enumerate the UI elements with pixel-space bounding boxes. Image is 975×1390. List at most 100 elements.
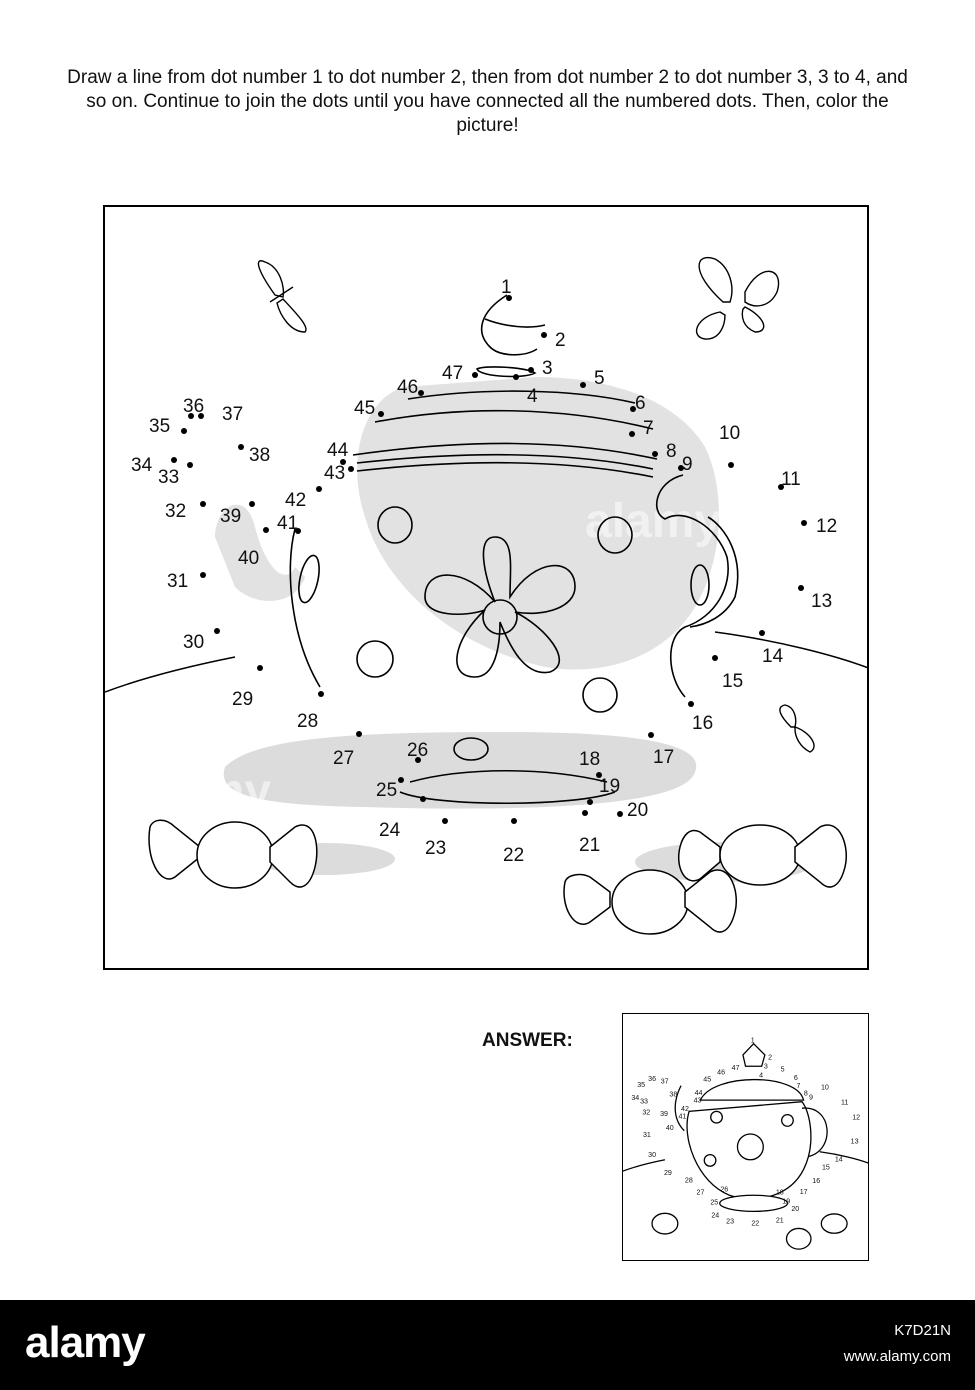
dot-13: [798, 585, 804, 591]
answer-dot-label-47: 47: [732, 1064, 740, 1072]
answer-dots: 1234567891011121314151617181920212223242…: [631, 1036, 860, 1227]
answer-dot-label-6: 6: [794, 1074, 798, 1082]
candies: [148, 819, 847, 935]
dot-label-20: 20: [627, 800, 648, 821]
numbered-dots: 1234567891011121314151617181920212223242…: [131, 277, 837, 866]
answer-dot-label-39: 39: [660, 1110, 668, 1118]
dot-2: [541, 332, 547, 338]
dot-27: [356, 731, 362, 737]
dot-label-43: 43: [324, 463, 345, 484]
dot-label-10: 10: [719, 423, 740, 444]
dot-3: [528, 367, 534, 373]
answer-dot-label-44: 44: [695, 1089, 703, 1097]
dot-label-11: 11: [781, 469, 801, 490]
watermark: alamy: [135, 765, 271, 818]
dot-label-45: 45: [354, 398, 375, 419]
dot-45: [378, 411, 384, 417]
dot-label-3: 3: [542, 358, 553, 379]
answer-dot-label-14: 14: [835, 1155, 843, 1163]
dot-label-7: 7: [643, 418, 654, 439]
answer-dot-label-26: 26: [720, 1186, 728, 1194]
answer-dot-label-5: 5: [781, 1066, 785, 1074]
answer-dot-label-22: 22: [751, 1220, 759, 1228]
dot-20: [617, 811, 623, 817]
dot-26: [415, 757, 421, 763]
instructions-text: Draw a line from dot number 1 to dot num…: [67, 67, 908, 136]
answer-dot-label-41: 41: [678, 1112, 686, 1120]
dot-label-42: 42: [285, 490, 306, 511]
dot-46: [418, 390, 424, 396]
answer-dot-label-42: 42: [681, 1105, 689, 1113]
answer-dot-label-24: 24: [711, 1211, 719, 1219]
dot-11: [778, 484, 784, 490]
answer-dot-label-19: 19: [782, 1197, 790, 1205]
dot-12: [801, 520, 807, 526]
dot-label-1: 1: [501, 277, 512, 298]
dot-36: [188, 413, 194, 419]
answer-dot-label-16: 16: [812, 1177, 820, 1185]
dot-41: [295, 528, 301, 534]
footer-bar: alamy K7D21N www.alamy.com: [0, 1300, 975, 1390]
dot-23: [442, 818, 448, 824]
dot-label-47: 47: [442, 363, 463, 384]
brand-logo: alamy: [25, 1318, 146, 1367]
dot-8: [652, 451, 658, 457]
answer-dot-label-37: 37: [661, 1077, 669, 1085]
dot-38: [238, 444, 244, 450]
dot-label-33: 33: [158, 467, 179, 488]
answer-dot-label-27: 27: [697, 1188, 705, 1196]
dot-24: [420, 796, 426, 802]
dot-31: [200, 572, 206, 578]
dot-17: [648, 732, 654, 738]
dot-label-23: 23: [425, 838, 446, 859]
background-shadows: alamy alamy: [135, 377, 815, 882]
answer-dot-label-7: 7: [796, 1082, 800, 1090]
dot-label-35: 35: [149, 416, 170, 437]
ground-lines: [105, 631, 867, 693]
answer-dot-label-11: 11: [841, 1098, 848, 1106]
dot-25: [398, 777, 404, 783]
dot-label-5: 5: [594, 368, 605, 389]
dot-label-30: 30: [183, 632, 204, 653]
dot-label-19: 19: [599, 776, 620, 797]
answer-dot-label-31: 31: [643, 1131, 651, 1139]
dot-label-39: 39: [220, 506, 241, 527]
answer-dot-label-36: 36: [648, 1075, 656, 1083]
dot-label-28: 28: [297, 711, 318, 732]
dot-35: [181, 428, 187, 434]
dot-9: [678, 465, 684, 471]
dot-label-41: 41: [277, 513, 298, 534]
dot-4: [513, 374, 519, 380]
dot-label-32: 32: [165, 501, 186, 522]
dot-label-29: 29: [232, 689, 253, 710]
dot-label-31: 31: [167, 571, 188, 592]
teapot-drawing: [289, 294, 739, 804]
answer-label: ANSWER:: [482, 1030, 573, 1051]
dot-label-6: 6: [635, 393, 646, 414]
answer-dot-label-29: 29: [664, 1169, 672, 1177]
dot-33: [187, 462, 193, 468]
dot-21: [582, 810, 588, 816]
dot-16: [688, 701, 694, 707]
dot-label-38: 38: [249, 445, 270, 466]
dot-44: [340, 459, 346, 465]
dot-14: [759, 630, 765, 636]
dot-label-36: 36: [183, 396, 204, 417]
dot-37: [198, 413, 204, 419]
answer-drawing: 1234567891011121314151617181920212223242…: [623, 1036, 868, 1250]
answer-dot-label-46: 46: [717, 1069, 725, 1077]
answer-dot-label-8: 8: [804, 1089, 808, 1097]
dot-label-16: 16: [692, 713, 713, 734]
dot-43: [348, 466, 354, 472]
dot-30: [214, 628, 220, 634]
butterflies: [257, 256, 815, 753]
image-id: K7D21N: [894, 1322, 951, 1339]
dot-6: [630, 406, 636, 412]
answer-dot-label-30: 30: [648, 1151, 656, 1159]
dot-label-9: 9: [682, 454, 693, 475]
answer-dot-label-45: 45: [703, 1075, 711, 1083]
dot-10: [728, 462, 734, 468]
site-url: www.alamy.com: [843, 1348, 951, 1365]
dot-32: [200, 501, 206, 507]
